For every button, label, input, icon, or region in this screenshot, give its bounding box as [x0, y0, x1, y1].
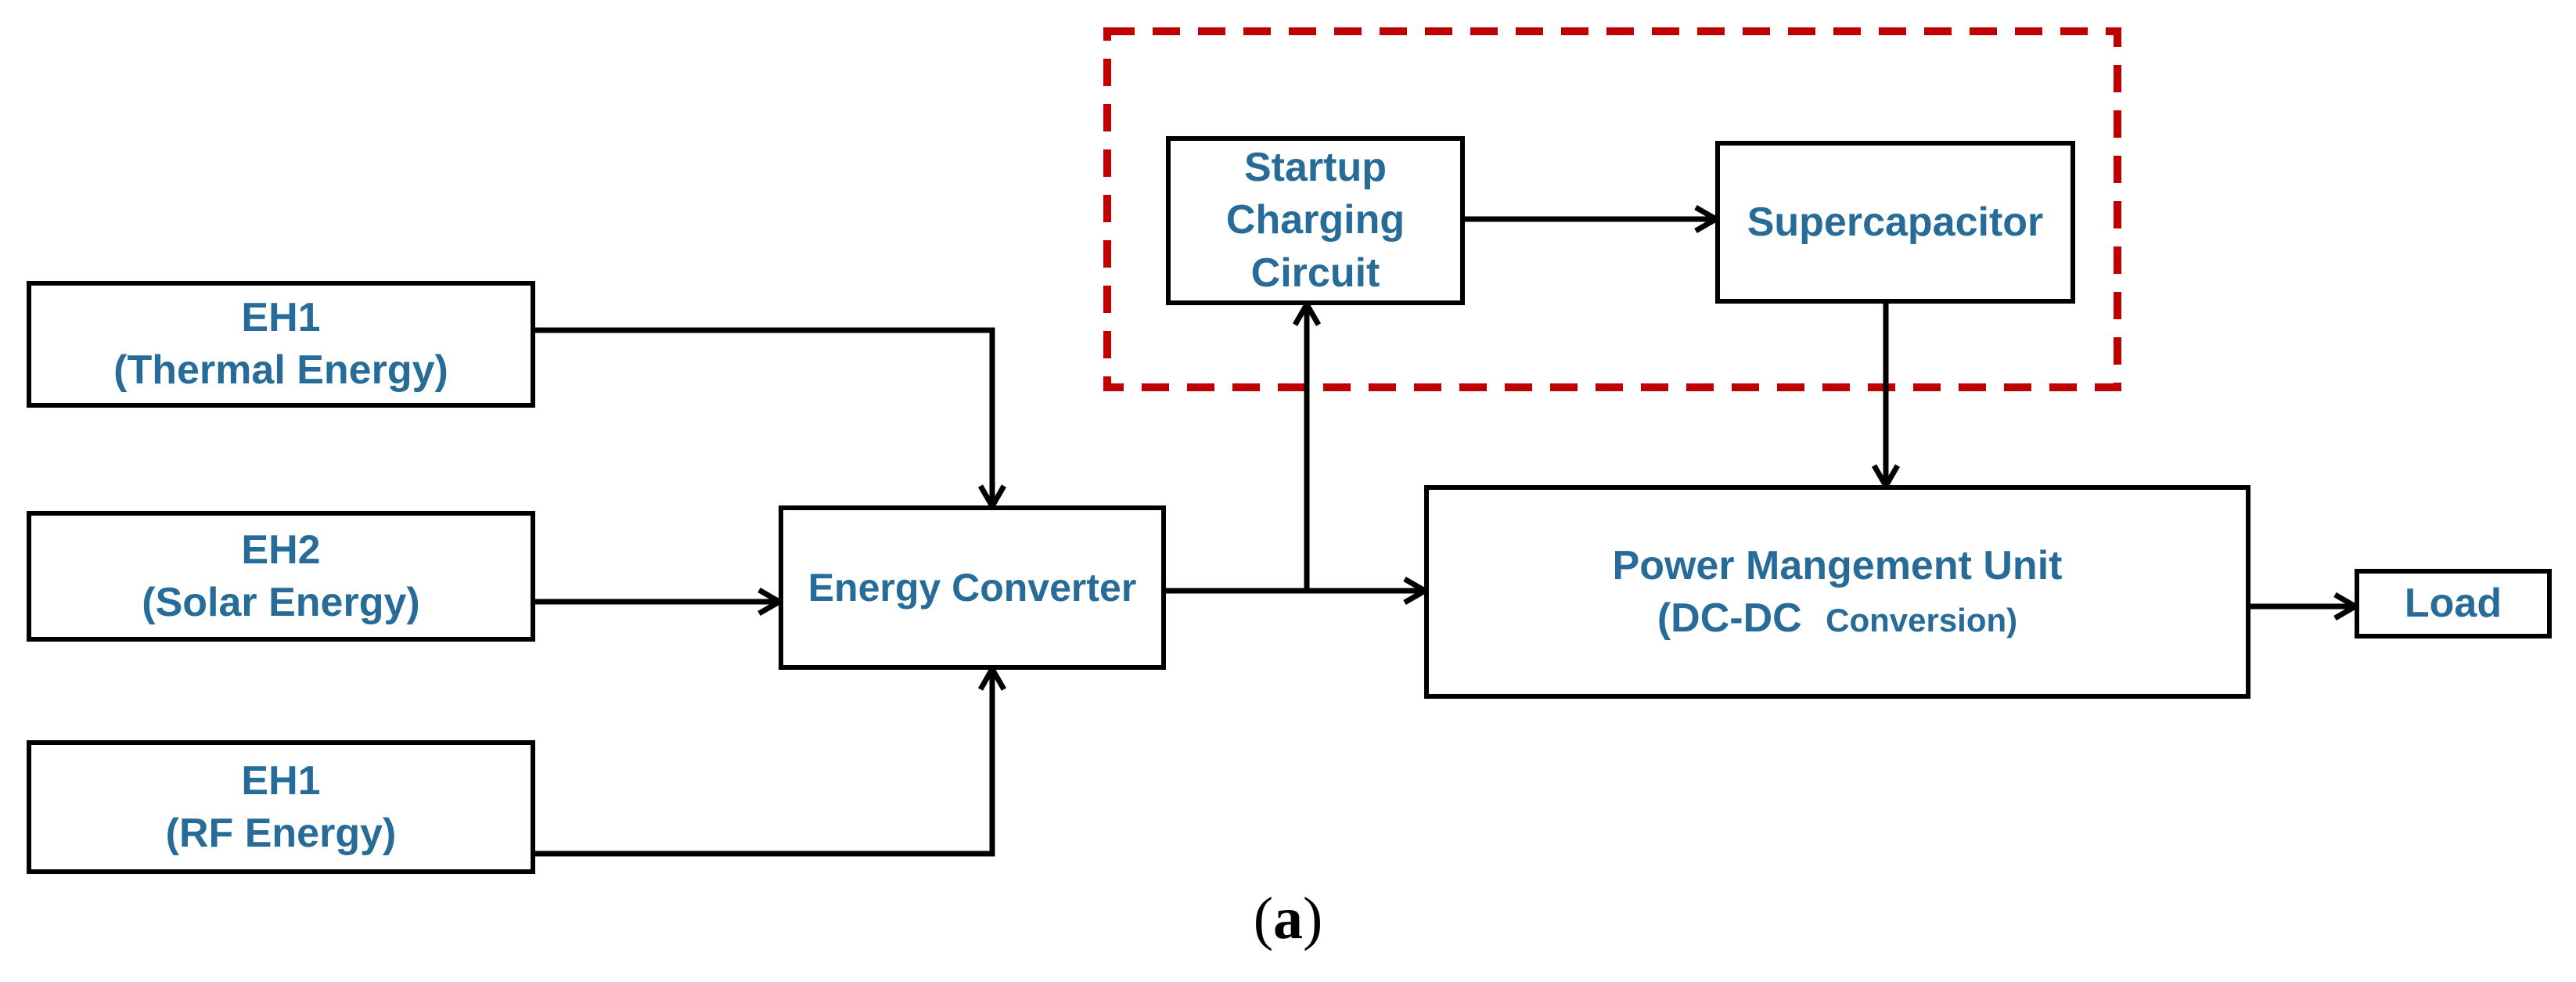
caption-letter: a	[1273, 886, 1303, 951]
block-startup-charging-circuit: Startup Charging Circuit	[1166, 136, 1465, 305]
eh1-thermal-source: (Thermal Energy)	[113, 347, 448, 393]
pmu-title: Power Mangement Unit	[1612, 542, 2063, 588]
eh1-rf-source: (RF Energy)	[165, 810, 397, 856]
figure-caption: (a)	[0, 889, 2576, 948]
pmu-subtitle: (DC-DC Conversion)	[1657, 592, 2017, 645]
connector-eh1-thermal-to-converter	[535, 327, 1007, 513]
block-load: Load	[2355, 569, 2552, 638]
startup-region-dashed-outline	[1103, 27, 2121, 391]
block-energy-converter: Energy Converter	[779, 505, 1166, 670]
energy-converter-label: Energy Converter	[808, 566, 1137, 610]
block-eh1-thermal: EH1 (Thermal Energy)	[27, 281, 535, 408]
supercapacitor-label: Supercapacitor	[1747, 199, 2044, 245]
connector-eh1-rf-to-converter	[535, 663, 1007, 857]
caption-open-paren: (	[1253, 886, 1273, 951]
startup-label-line1: Startup	[1244, 144, 1387, 190]
block-eh2-solar: EH2 (Solar Energy)	[27, 511, 535, 642]
eh1-thermal-name: EH1	[241, 295, 321, 341]
caption-close-paren: )	[1303, 886, 1323, 951]
block-power-management-unit: Power Mangement Unit (DC-DC Conversion)	[1424, 485, 2250, 699]
pmu-subtitle-dcdc: (DC-DC	[1657, 595, 1802, 641]
block-supercapacitor: Supercapacitor	[1715, 141, 2075, 304]
pmu-subtitle-conversion: Conversion)	[1826, 601, 2018, 638]
load-label: Load	[2404, 581, 2502, 627]
startup-label-line3: Circuit	[1250, 250, 1380, 296]
eh2-solar-source: (Solar Energy)	[142, 579, 420, 625]
eh2-solar-name: EH2	[241, 527, 321, 573]
startup-label-line2: Charging	[1225, 197, 1405, 243]
block-eh1-rf: EH1 (RF Energy)	[27, 740, 535, 874]
eh1-rf-name: EH1	[241, 757, 321, 804]
